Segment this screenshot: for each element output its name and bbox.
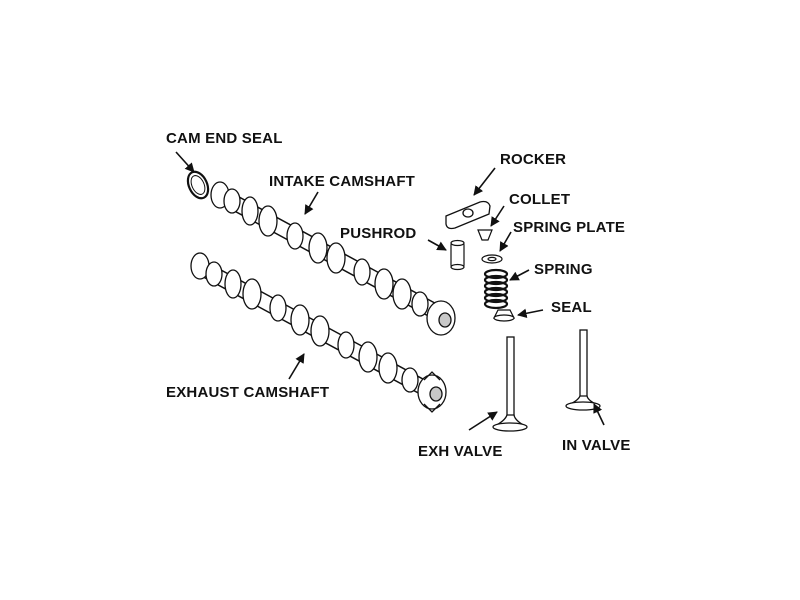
valve-spring-part: [483, 268, 509, 310]
exh-valve-label: EXH VALVE: [418, 443, 503, 460]
exhaust-camshaft-label: EXHAUST CAMSHAFT: [166, 384, 330, 401]
leader-arrows: [175, 151, 605, 431]
arrow-exh-valve: [468, 411, 498, 431]
exhaust-valve-part: [492, 336, 528, 432]
spring-plate-part: [481, 254, 503, 264]
arrow-exhaust-camshaft: [288, 353, 305, 380]
arrow-intake-camshaft: [304, 191, 319, 215]
arrow-seal: [517, 308, 544, 319]
pushrod-part: [450, 239, 465, 271]
exhaust-camshaft: [190, 252, 447, 413]
arrow-cam-end-seal: [175, 151, 195, 173]
arrow-in-valve: [593, 403, 605, 426]
valve-stem-seal-part: [493, 309, 515, 322]
rocker-label: ROCKER: [500, 151, 567, 168]
collet-part: [477, 229, 493, 241]
seal-label: SEAL: [551, 299, 592, 316]
collet-label: COLLET: [509, 191, 571, 208]
intake-camshaft-label: INTAKE CAMSHAFT: [269, 173, 416, 190]
pushrod-label: PUSHROD: [340, 225, 417, 242]
spring-plate-label: SPRING PLATE: [513, 219, 626, 236]
intake-camshaft: [210, 181, 456, 336]
intake-valve-part: [565, 329, 601, 411]
arrow-pushrod: [427, 239, 447, 251]
in-valve-label: IN VALVE: [562, 437, 631, 454]
arrow-spring-plate: [499, 231, 512, 252]
arrow-spring: [509, 269, 530, 281]
arrow-rocker: [473, 167, 496, 196]
arrow-collet: [490, 205, 505, 227]
rocker-arm: [445, 200, 491, 230]
spring-label: SPRING: [534, 261, 593, 278]
cam-end-seal-label: CAM END SEAL: [166, 130, 283, 147]
cam-end-seal-ring: [186, 170, 210, 200]
